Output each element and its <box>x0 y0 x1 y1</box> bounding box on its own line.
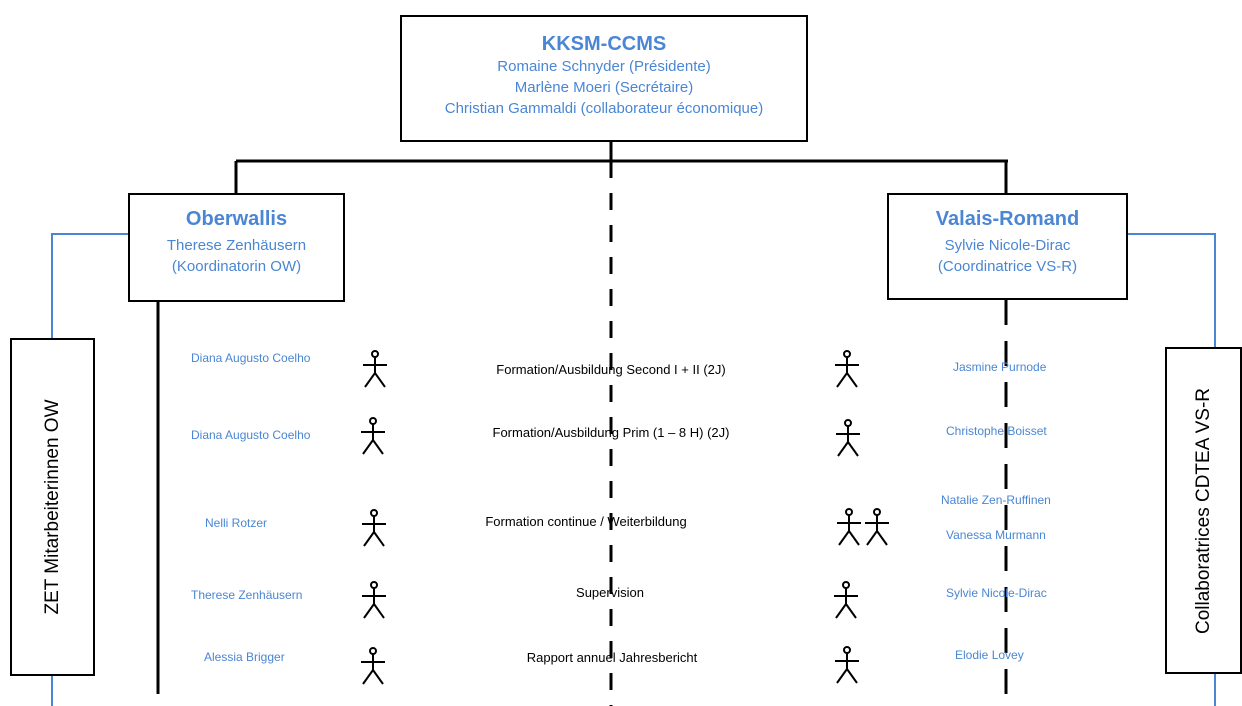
right-person: Jasmine Purnode <box>953 360 1047 374</box>
right-person: Christophe Boisset <box>946 424 1047 438</box>
right-side-connector <box>1128 233 1216 347</box>
stick-figure-icon <box>362 581 386 619</box>
left-person: Alessia Brigger <box>204 650 285 664</box>
left-person: Nelli Rotzer <box>205 516 268 530</box>
activity-label: Formation continue / Weiterbildung <box>485 514 687 529</box>
valais-romand-title: Valais-Romand <box>935 208 1080 230</box>
stick-figure-icon <box>834 581 858 619</box>
right-person: Natalie Zen-Ruffinen <box>941 493 1051 507</box>
left-person: Diana Augusto Coelho <box>191 428 311 442</box>
stick-figure-icon <box>361 647 385 685</box>
right-person: Elodie Lovey <box>955 648 1024 662</box>
oberwallis-box: Oberwallis Therese Zenhäusern (Koordinat… <box>128 193 345 302</box>
right-staff-box: Collaboratrices CDTEA VS-R <box>1165 347 1242 674</box>
left-staff-box: ZET Mitarbeiterinnen OW <box>10 338 95 676</box>
activity-label: Formation/Ausbildung Prim (1 – 8 H) (2J) <box>492 425 730 440</box>
oberwallis-title: Oberwallis <box>185 208 288 230</box>
left-side-connector <box>51 233 128 338</box>
stick-figure-icon <box>835 350 859 388</box>
top-org-box: KKSM-CCMS Romaine Schnyder (Présidente) … <box>400 15 808 142</box>
stick-figure-icon <box>363 350 387 388</box>
valais-romand-coordinator-name: Sylvie Nicole-Dirac <box>944 237 1071 254</box>
stick-figure-icon <box>836 419 860 457</box>
left-staff-label: ZET Mitarbeiterinnen OW <box>41 399 63 615</box>
activity-label: Formation/Ausbildung Second I + II (2J) <box>496 362 726 377</box>
right-person: Sylvie Nicole-Dirac <box>946 586 1047 600</box>
right-person: Vanessa Murmann <box>946 528 1046 542</box>
activity-label: Rapport annuel Jahresbericht <box>526 650 698 665</box>
stick-figure-icon <box>835 646 859 684</box>
stick-figure-icon <box>865 508 889 546</box>
valais-romand-box: Valais-Romand Sylvie Nicole-Dirac (Coord… <box>887 193 1128 300</box>
stick-figure-icon <box>362 509 386 547</box>
left-person: Therese Zenhäusern <box>191 588 303 602</box>
stick-figure-icon <box>361 417 385 455</box>
valais-romand-coordinator-role: (Coordinatrice VS-R) <box>937 258 1078 275</box>
secretary: Marlène Moeri (Secrétaire) <box>514 79 694 96</box>
left-person: Diana Augusto Coelho <box>191 351 311 365</box>
right-staff-label: Collaboratrices CDTEA VS-R <box>1192 387 1214 634</box>
stick-figure-icon <box>837 508 861 546</box>
economic-collaborator: Christian Gammaldi (collaborateur économ… <box>444 100 764 117</box>
activity-label: Supervision <box>576 585 644 600</box>
president: Romaine Schnyder (Présidente) <box>497 58 711 75</box>
org-title: KKSM-CCMS <box>541 33 667 55</box>
oberwallis-coordinator-name: Therese Zenhäusern <box>166 237 307 254</box>
oberwallis-coordinator-role: (Koordinatorin OW) <box>171 258 302 275</box>
